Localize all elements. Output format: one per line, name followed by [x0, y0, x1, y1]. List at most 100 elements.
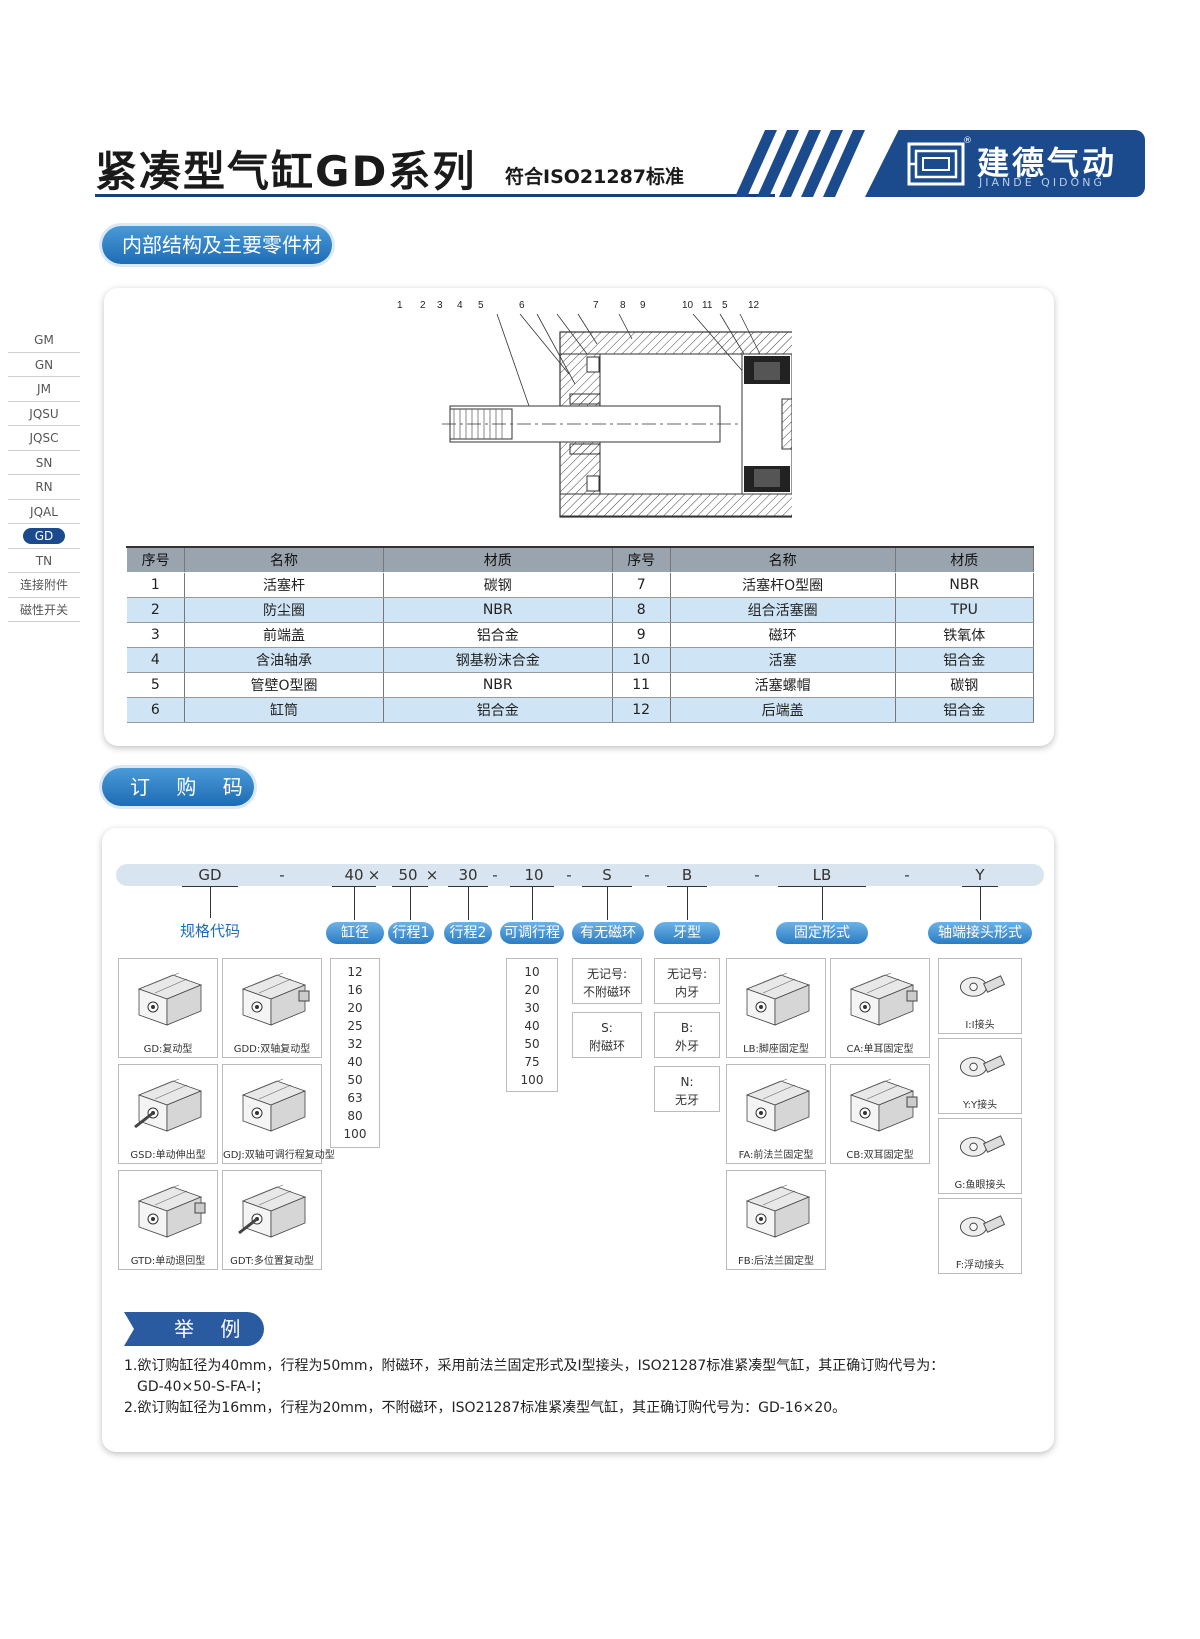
example-1-line1: 1.欲订购缸径为40mm，行程为50mm，附磁环，采用前法兰固定形式及I型接头，… — [124, 1358, 945, 1374]
section-title-order: 订 购 码 — [102, 768, 254, 806]
sidenav-item-5[interactable]: SN — [8, 451, 80, 475]
adjust-stroke-value: 75 — [524, 1055, 540, 1069]
table-cell: NBR — [383, 672, 613, 698]
order-code-segment: 10 — [524, 866, 544, 884]
mount-type-card[interactable]: FA:前法兰固定型 — [726, 1064, 826, 1164]
connector-line — [667, 886, 707, 887]
table-cell: 碳钢 — [383, 572, 613, 598]
option-code: B: — [680, 1021, 694, 1035]
adjust-stroke-value: 20 — [524, 983, 540, 997]
table-cell: 前端盖 — [184, 622, 384, 648]
example-1: 1.欲订购缸径为40mm，行程为50mm，附磁环，采用前法兰固定形式及I型接头，… — [124, 1356, 1044, 1419]
mount-type-card[interactable]: CB:双耳固定型 — [830, 1064, 930, 1164]
sidenav-item-9[interactable]: TN — [8, 549, 80, 573]
cylinder-image-icon — [134, 1078, 203, 1132]
table-cell: 12 — [612, 697, 671, 723]
connector-line — [448, 886, 488, 887]
order-code-segment: - — [566, 866, 572, 884]
mount-image-icon — [849, 972, 918, 1026]
mount-type-card[interactable]: FB:后法兰固定型 — [726, 1170, 826, 1270]
bore-value: 50 — [347, 1073, 363, 1087]
order-code-segment: - — [279, 866, 285, 884]
sidenav-item-3[interactable]: JQSU — [8, 402, 80, 426]
sidenav-item-7[interactable]: JQAL — [8, 500, 80, 524]
sidenav-item-11[interactable]: 磁性开关 — [8, 598, 80, 622]
rod-end-card[interactable]: I:I接头 — [938, 958, 1022, 1034]
sidenav-item-8[interactable]: GD — [8, 524, 80, 549]
order-code-segment: - — [904, 866, 910, 884]
registered-mark: ® — [963, 136, 972, 146]
rod-end-card[interactable]: G:鱼眼接头 — [938, 1118, 1022, 1194]
sidenav-item-label: GN — [34, 357, 54, 372]
rod-end-card[interactable]: F:浮动接头 — [938, 1198, 1022, 1274]
connector-line — [468, 886, 469, 920]
callout-number: 2 — [420, 300, 426, 311]
cylinder-type-card[interactable]: GSD:单动伸出型 — [118, 1064, 218, 1164]
connector-line — [687, 886, 688, 920]
sidenav-item-label: 磁性开关 — [19, 602, 68, 617]
option-desc: 不附磁环 — [582, 985, 631, 999]
sidenav-item-6[interactable]: RN — [8, 475, 80, 500]
title-underline — [95, 194, 775, 197]
table-cell: 6 — [126, 697, 186, 723]
sidenav-item-1[interactable]: GN — [8, 353, 80, 377]
cylinder-type-card[interactable]: GDJ:双轴可调行程复动型 — [222, 1064, 335, 1164]
sidenav-item-label: JM — [37, 382, 51, 396]
rod-end-card[interactable]: Y:Y接头 — [938, 1038, 1022, 1114]
connector-line — [510, 886, 554, 887]
cylinder-type-card[interactable]: GDT:多位置复动型 — [222, 1170, 322, 1270]
connector-line — [410, 886, 411, 920]
bore-value: 12 — [347, 965, 363, 979]
adjust-stroke-value: 40 — [524, 1019, 540, 1033]
callout-number: 1 — [397, 300, 403, 311]
adjust-stroke-value: 100 — [520, 1073, 544, 1087]
section-title-structure: 内部结构及主要零件材质 — [102, 226, 332, 295]
cylinder-image-icon — [137, 972, 203, 1026]
option-desc: 内牙 — [674, 985, 699, 999]
page-title: 紧凑型气缸GD系列 — [95, 147, 477, 196]
connector-line — [392, 886, 428, 887]
connector-line — [532, 886, 533, 920]
callout-number: 9 — [640, 300, 646, 311]
table-cell: 2 — [126, 597, 186, 623]
rod-end-image-icon — [960, 1215, 1006, 1237]
table-cell: NBR — [383, 597, 613, 623]
callout-number: 10 — [682, 300, 694, 311]
cylinder-type-caption: GDD:双轴复动型 — [233, 1044, 311, 1055]
adjust-stroke-value: 50 — [524, 1037, 540, 1051]
order-code-segment: LB — [812, 866, 832, 884]
cylinder-type-caption: GDT:多位置复动型 — [230, 1256, 314, 1267]
mount-image-icon — [745, 972, 811, 1026]
connector-line — [980, 886, 981, 920]
cylinder-type-card[interactable]: GTD:单动退回型 — [118, 1170, 218, 1270]
order-code-segment: - — [754, 866, 760, 884]
brand-banner: ® 建德气动 JIANDE QIDONG — [865, 130, 1145, 197]
sidenav-item-2[interactable]: JM — [8, 377, 80, 402]
tag-spec-code: 规格代码 — [179, 922, 240, 940]
magnet-option: 无记号:不附磁环 — [572, 958, 642, 1004]
cylinder-type-card[interactable]: GD:复动型 — [118, 958, 218, 1058]
brand-name-en: JIANDE QIDONG — [979, 176, 1105, 189]
order-code-segment: - — [644, 866, 650, 884]
sidenav-item-10[interactable]: 连接附件 — [8, 573, 80, 598]
order-code-segment: × — [367, 866, 381, 884]
mount-type-card[interactable]: CA:单耳固定型 — [830, 958, 930, 1058]
sidenav-item-4[interactable]: JQSC — [8, 426, 80, 451]
callout-number: 5 — [478, 300, 484, 311]
mount-type-caption: FB:后法兰固定型 — [738, 1256, 814, 1267]
table-cell: 5 — [126, 672, 186, 698]
order-code-segment: GD — [198, 866, 222, 884]
mount-type-card[interactable]: LB:脚座固定型 — [726, 958, 826, 1058]
table-header-cell: 材质 — [382, 546, 613, 573]
mount-type-caption: LB:脚座固定型 — [743, 1044, 809, 1055]
tag-rod-end-type: 轴端接头形式 — [928, 922, 1032, 944]
sidenav-item-0[interactable]: GM — [8, 328, 80, 353]
cylinder-type-card[interactable]: GDD:双轴复动型 — [222, 958, 322, 1058]
mount-type-caption: CA:单耳固定型 — [846, 1044, 914, 1055]
cylinder-image-icon — [241, 972, 310, 1026]
table-cell: 防尘圈 — [184, 597, 384, 623]
